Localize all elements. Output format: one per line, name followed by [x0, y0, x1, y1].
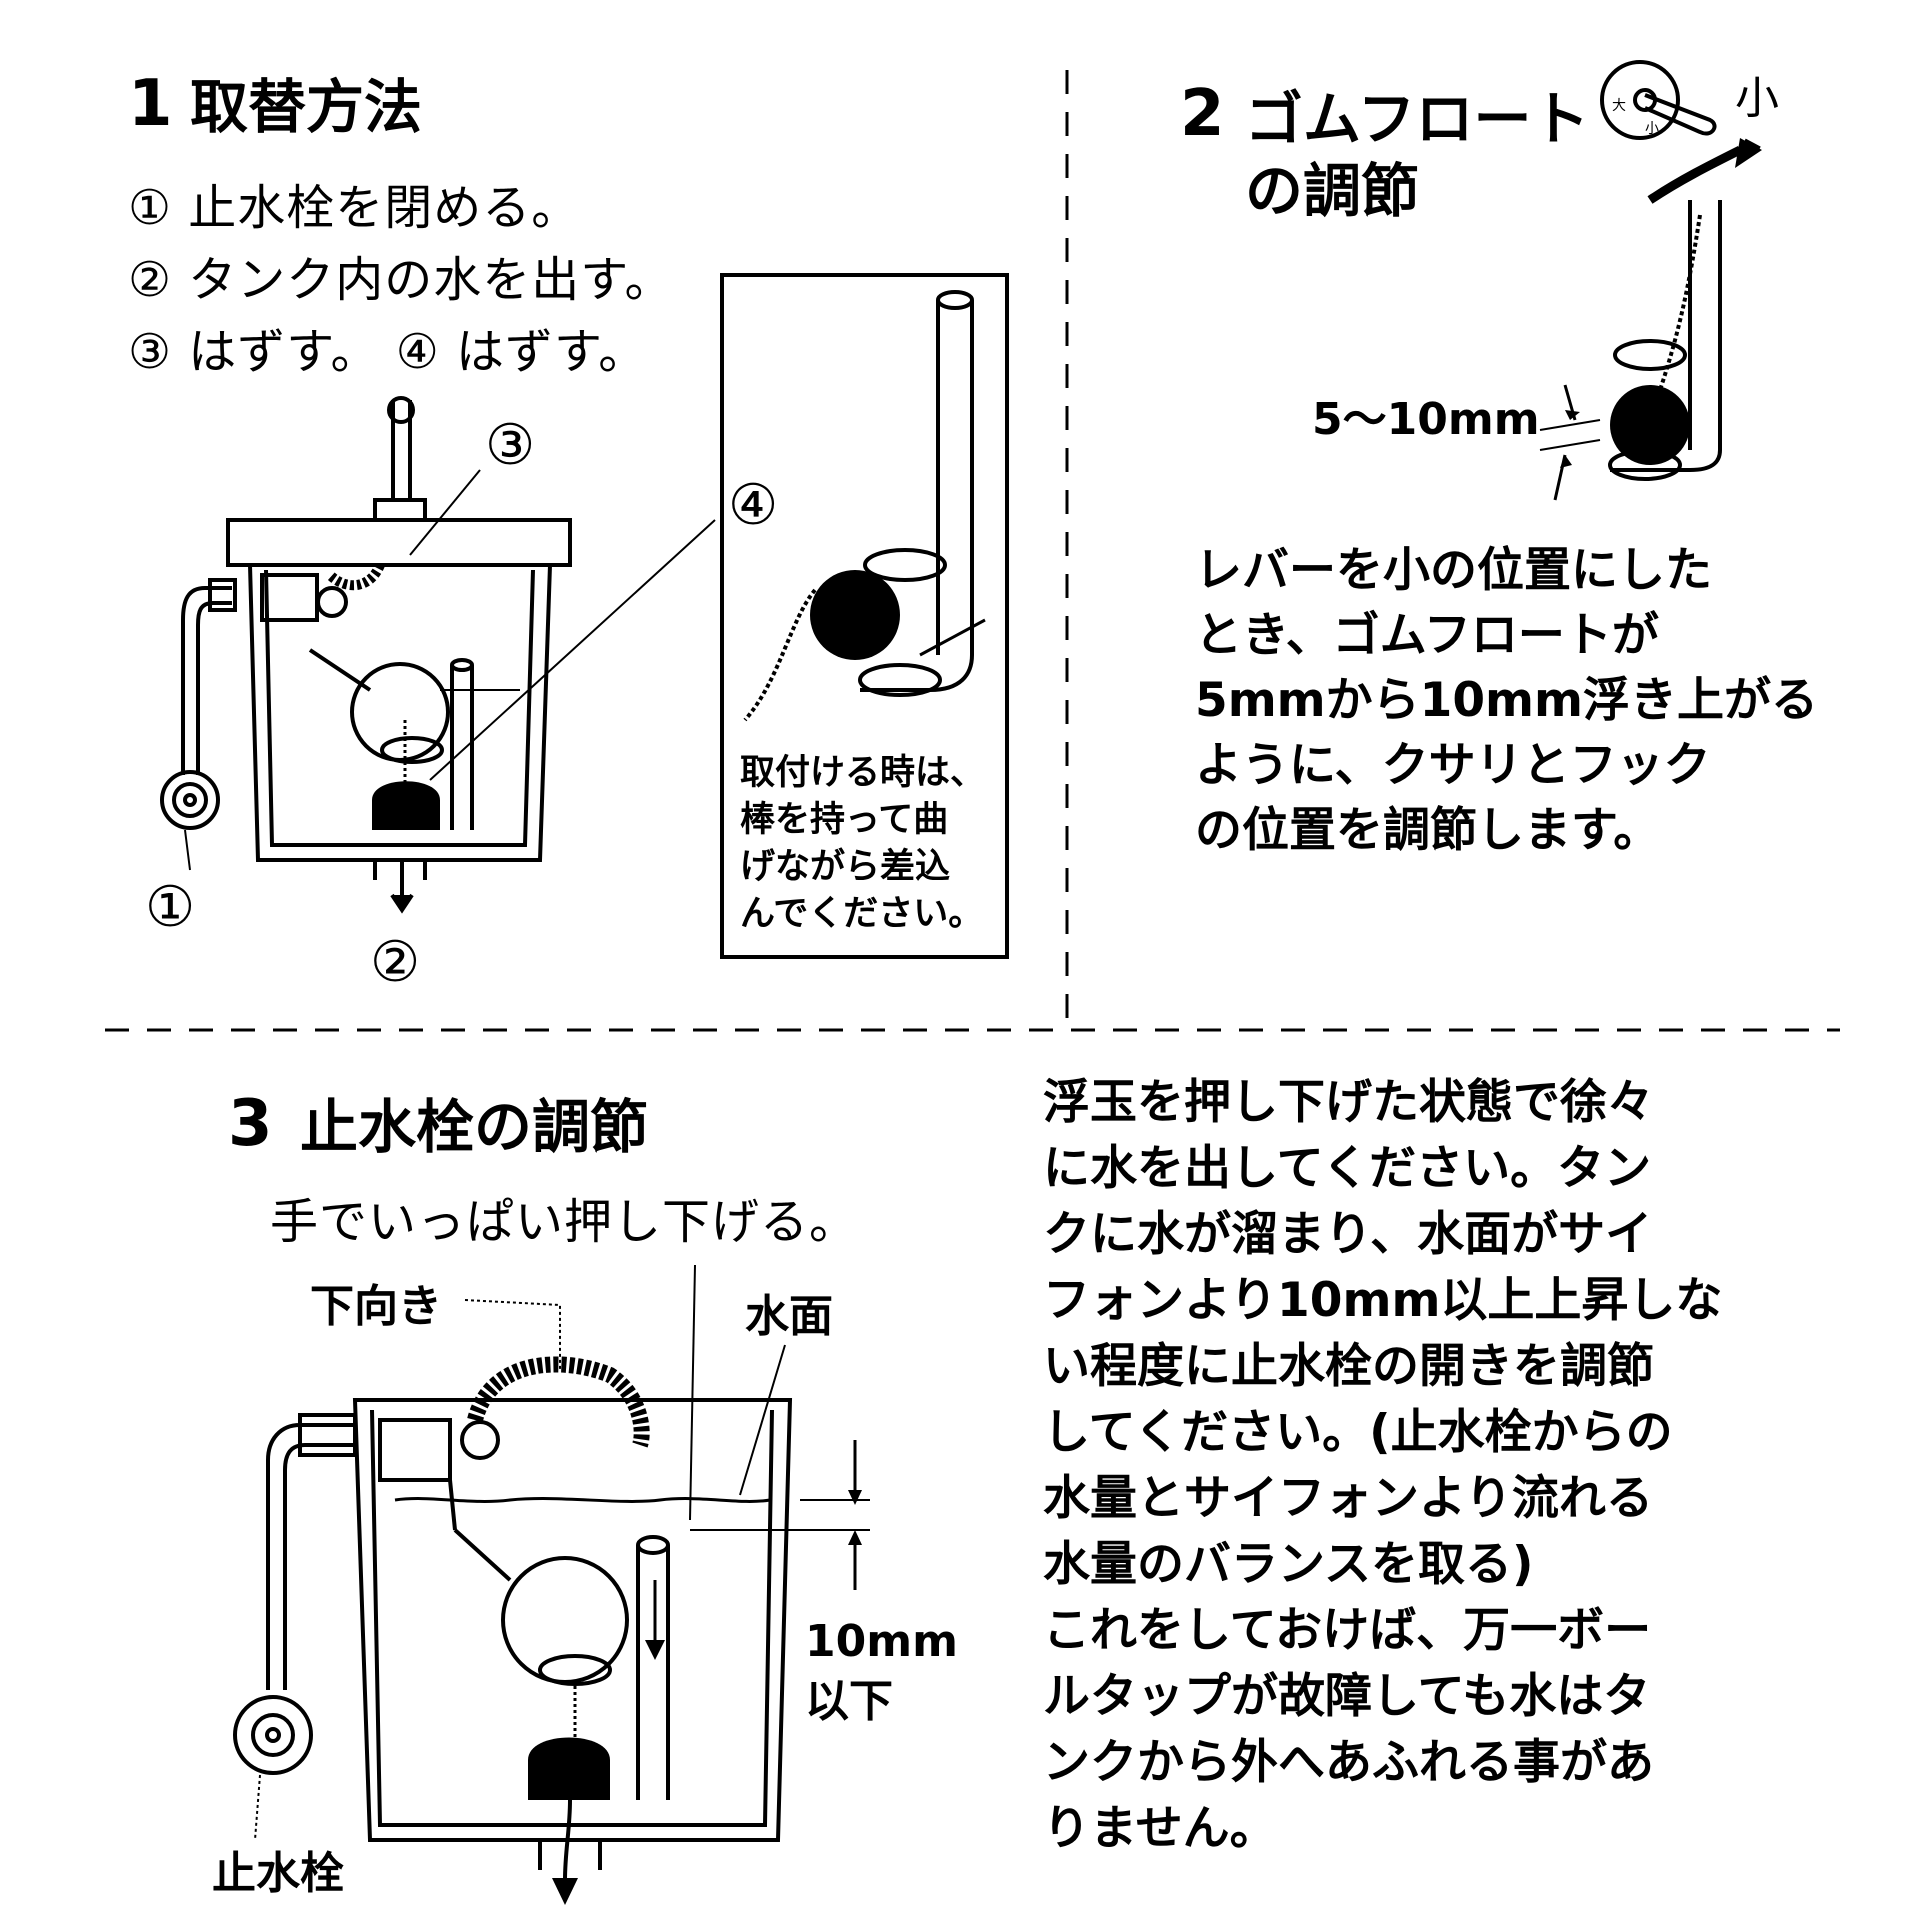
- lever-small-mini-label: 小: [1645, 121, 1659, 137]
- label-water-level: 水面: [745, 1291, 833, 1342]
- label-downward: 下向き: [310, 1281, 442, 1332]
- section-3-body-line: これをしておけば、万一ボー: [1043, 1603, 1652, 1658]
- step-3-4: ③ はずす。 ④ はずす。: [128, 324, 648, 380]
- section-3-body-line: 水量とサイフォンより流れる: [1043, 1471, 1654, 1526]
- section-2-body-line: とき、ゴムフロートが: [1195, 608, 1659, 663]
- install-note-line: んでください。: [740, 894, 984, 934]
- section-2-body-line: レバーを小の位置にした: [1195, 543, 1712, 598]
- section-3-title: 止水栓の調節: [300, 1093, 649, 1161]
- section-2-body-line: の位置を調節します。: [1195, 803, 1661, 858]
- section-3-body-line: 浮玉を押し下げた状態で徐々: [1043, 1075, 1654, 1130]
- section-1-number: 1: [128, 67, 173, 141]
- section-2-body-line: ように、クサリとフック: [1195, 738, 1711, 793]
- lever-small-label: 小: [1735, 73, 1779, 124]
- gap-label: 5〜10mm: [1312, 394, 1540, 445]
- section-2-title-line1: ゴムフロート: [1245, 85, 1590, 153]
- section-3-body-line: ルタップが故障しても水はタ: [1043, 1669, 1651, 1724]
- marker-3: ③: [485, 413, 536, 478]
- marker-4: ④: [728, 473, 779, 538]
- section-3-body-line: 水量のバランスを取る): [1043, 1537, 1534, 1592]
- section-1-title: 取替方法: [190, 73, 423, 141]
- label-below: 以下: [805, 1676, 893, 1727]
- step-2: ② タンク内の水を出す。: [128, 252, 674, 308]
- section-3-body-line: クに水が溜まり、水面がサイ: [1043, 1207, 1653, 1262]
- section-2-number: 2: [1180, 77, 1225, 151]
- marker-1: ①: [145, 875, 196, 940]
- section-2-title-line2: の調節: [1245, 157, 1420, 225]
- section-3-body-line: い程度に止水栓の開きを調節: [1043, 1339, 1654, 1394]
- install-note-line: 取付ける時は、: [740, 753, 986, 793]
- section-3-body-line: りません。: [1043, 1801, 1277, 1856]
- step-1: ① 止水栓を閉める。: [128, 180, 581, 236]
- section-3-instruction: 手でいっぱい押し下げる。: [270, 1194, 859, 1250]
- section-2-body-line: 5mmから10mm浮き上がる: [1195, 673, 1819, 728]
- section-3-body-line: フォンより10mm以上上昇しな: [1043, 1273, 1723, 1328]
- section-3-body-line: に水を出してください。タン: [1043, 1141, 1652, 1196]
- section-3-body: 浮玉を押し下げた状態で徐々 に水を出してください。タン クに水が溜まり、水面がサ…: [1043, 1070, 1722, 1862]
- install-note-line: げながら差込: [740, 847, 951, 887]
- lever-big-mini-label: 大: [1612, 98, 1626, 114]
- section-2-body: レバーを小の位置にした とき、ゴムフロートが 5mmから10mm浮き上がる よう…: [1195, 538, 1818, 863]
- section-3-body-line: ンクから外へあふれる事があ: [1043, 1735, 1654, 1790]
- label-10mm: 10mm: [805, 1616, 958, 1667]
- section-3-number: 3: [228, 1087, 273, 1161]
- section-3-body-line: してください。(止水栓からの: [1043, 1405, 1673, 1460]
- label-stop-valve: 止水栓: [212, 1848, 344, 1899]
- install-note-line: 棒を持って曲: [740, 800, 949, 840]
- marker-2: ②: [370, 930, 421, 995]
- install-note: 取付ける時は、 棒を持って曲 げながら差込 んでください。: [740, 750, 985, 938]
